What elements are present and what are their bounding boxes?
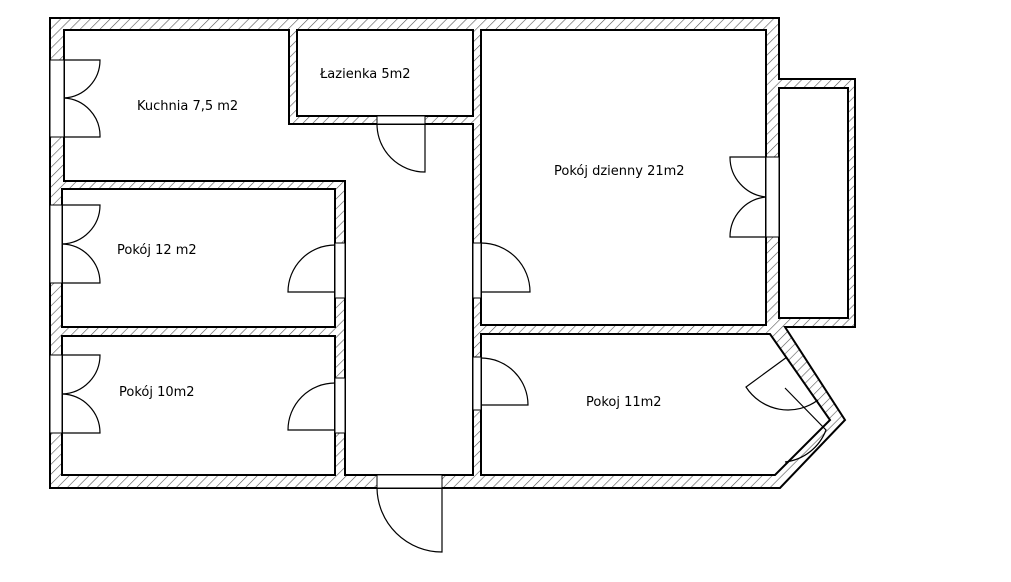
door-balcony[interactable] <box>729 156 767 238</box>
label-living-room: Pokój dzienny 21m2 <box>554 164 685 179</box>
label-room-12: Pokój 12 m2 <box>117 243 197 258</box>
opening-entrance <box>376 474 443 489</box>
room-10 <box>61 335 336 476</box>
room-11 <box>480 333 832 476</box>
door-room-11-diagonal[interactable] <box>745 356 827 463</box>
window-kitchen <box>49 59 65 138</box>
window-room-12 <box>49 204 63 284</box>
opening-balcony <box>765 156 780 238</box>
room-kitchen-hall <box>63 29 474 476</box>
door-room-10[interactable] <box>287 382 336 431</box>
window-room-10 <box>49 354 63 434</box>
door-kitchen-window <box>63 59 101 138</box>
door-living[interactable] <box>480 242 531 293</box>
opening-living <box>472 242 482 299</box>
door-room-10-window <box>61 354 101 434</box>
door-bathroom[interactable] <box>376 123 426 173</box>
opening-room-12 <box>334 242 346 299</box>
opening-bathroom <box>376 115 426 125</box>
balcony <box>778 87 849 319</box>
opening-room-10 <box>334 377 346 434</box>
door-room-12[interactable] <box>287 244 336 293</box>
opening-room-11 <box>472 356 482 411</box>
label-kitchen: Kuchnia 7,5 m2 <box>137 99 238 114</box>
room-12 <box>61 188 336 328</box>
label-room-11: Pokoj 11m2 <box>586 395 662 410</box>
door-room-12-window <box>61 204 101 284</box>
door-room-11[interactable] <box>480 357 529 406</box>
room-bathroom <box>296 29 474 117</box>
door-entrance[interactable] <box>376 487 443 553</box>
label-room-10: Pokój 10m2 <box>119 385 195 400</box>
label-bathroom: Łazienka 5m2 <box>319 67 411 82</box>
